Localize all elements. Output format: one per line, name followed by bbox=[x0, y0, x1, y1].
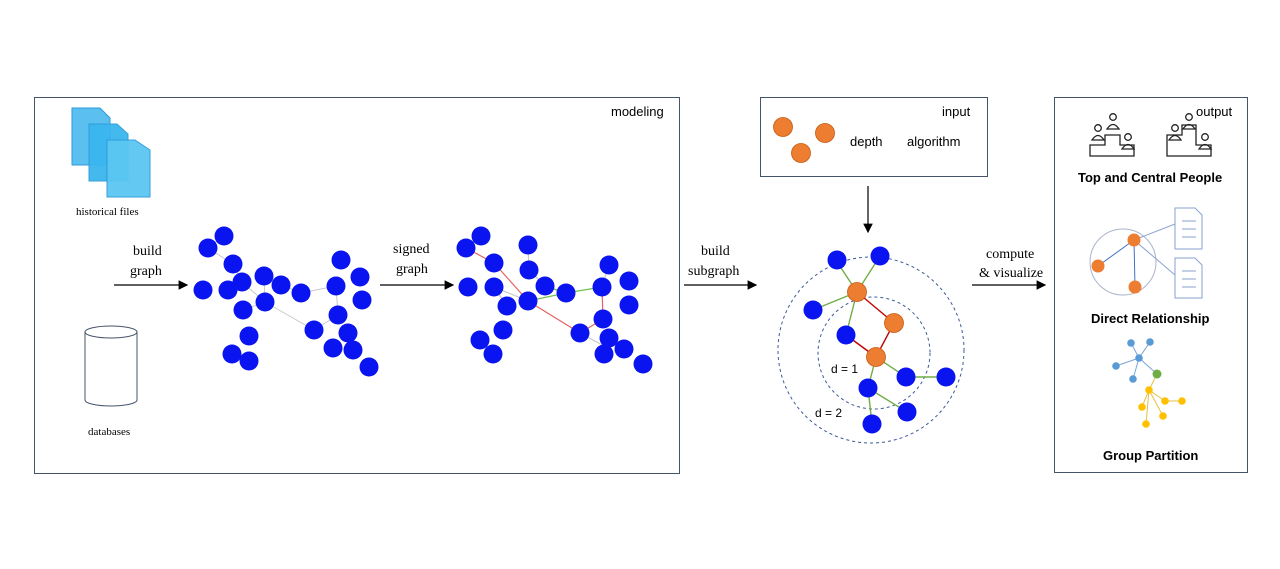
database-icon bbox=[84, 325, 138, 407]
subgraph-edges bbox=[812, 255, 946, 425]
depth-label: depth bbox=[850, 134, 883, 149]
output-item-top-people: Top and Central People bbox=[1078, 170, 1223, 185]
db-label: databases bbox=[88, 426, 131, 438]
graph-1-nodes bbox=[193, 226, 379, 377]
build-graph-label-2: graph bbox=[130, 264, 162, 279]
d1-label: d = 1 bbox=[831, 362, 859, 376]
modeling-title: modeling bbox=[611, 104, 664, 119]
subgraph-blue-nodes bbox=[803, 246, 956, 434]
output-item-direct-relationship: Direct Relationship bbox=[1091, 311, 1210, 326]
podium-icon-1 bbox=[1089, 113, 1136, 157]
group-partition-icon bbox=[1112, 338, 1186, 428]
document-icon bbox=[1174, 207, 1203, 250]
build-subgraph-label-2: subgraph bbox=[688, 264, 740, 279]
algorithm-label: algorithm bbox=[907, 134, 961, 149]
subgraph-orange-nodes bbox=[847, 282, 904, 367]
relationship-icon bbox=[1089, 207, 1203, 299]
graph-2-nodes bbox=[456, 226, 653, 374]
output-item-group-partition: Group Partition bbox=[1103, 448, 1199, 463]
signed-graph-label-2: graph bbox=[396, 262, 428, 277]
files-label: historical files bbox=[76, 206, 139, 218]
ring-d1 bbox=[817, 296, 931, 410]
compute-label-1: compute bbox=[986, 247, 1035, 262]
ring-d2 bbox=[777, 256, 965, 444]
build-graph-label-1: build bbox=[133, 244, 162, 259]
document-icon-2 bbox=[1174, 257, 1203, 299]
signed-graph-label-1: signed bbox=[393, 242, 430, 257]
input-nodes bbox=[773, 117, 835, 163]
output-title: output bbox=[1196, 104, 1233, 119]
document-stack-icon bbox=[71, 107, 151, 198]
input-panel bbox=[760, 97, 988, 177]
podium-icon-2 bbox=[1166, 113, 1213, 157]
input-title: input bbox=[942, 104, 971, 119]
d2-label: d = 2 bbox=[815, 406, 843, 420]
output-panel bbox=[1054, 97, 1248, 473]
build-subgraph-label-1: build bbox=[701, 244, 730, 259]
compute-label-2: & visualize bbox=[979, 266, 1044, 281]
